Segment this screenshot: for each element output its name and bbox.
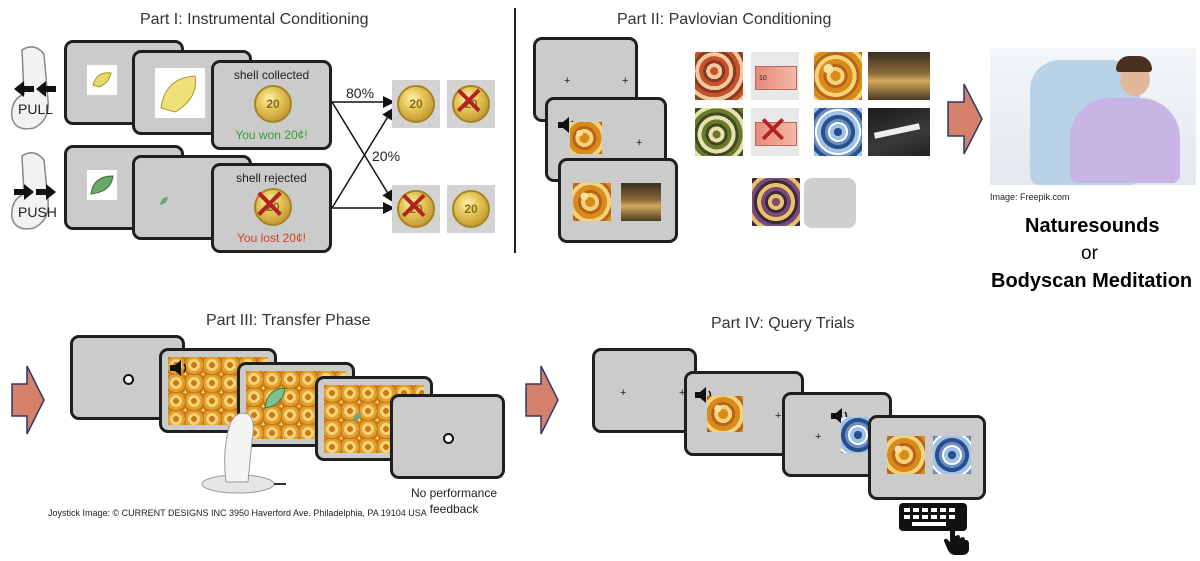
banknote-icon: 10: [755, 66, 797, 90]
option-bodyscan: Bodyscan Meditation: [991, 270, 1193, 292]
relaxation-photo: [990, 48, 1196, 185]
arrow-right-icon: [947, 83, 983, 155]
banknote-icon: [755, 122, 797, 146]
shell-icon: [155, 68, 205, 118]
trial-screen: [390, 394, 505, 479]
choice-screen: [868, 415, 986, 500]
banknote-label: 10: [759, 75, 767, 82]
part1-title: Part I: Instrumental Conditioning: [140, 11, 369, 28]
fixation-cross: +: [775, 410, 782, 422]
stimulus-option-a: [887, 436, 925, 474]
outcome-photo: [621, 183, 661, 221]
arrow-right-icon: [525, 365, 559, 435]
coin-icon: 20: [397, 190, 435, 228]
hand-cursor-icon: [944, 522, 969, 555]
outcome-tile: 20 ✕: [447, 80, 495, 128]
leaf-icon: [160, 197, 168, 205]
leaf-icon: [264, 387, 286, 409]
arrow-left-icon: [14, 81, 56, 97]
part4-title: Part IV: Query Trials: [711, 315, 855, 332]
leaf-icon: [87, 170, 117, 200]
stimulus-image: [695, 52, 743, 100]
fixation-cross: +: [815, 431, 822, 443]
stimulus-image: [695, 108, 743, 156]
shell-icon: [87, 65, 117, 95]
outcome-tile: 20: [447, 185, 495, 233]
trial-screen: [558, 158, 678, 243]
coin-icon: 20: [254, 85, 292, 123]
stimulus-image: [573, 183, 611, 221]
stimulus-option-b: [933, 436, 971, 474]
fixation-cross: +: [622, 75, 629, 87]
section-divider: [514, 8, 516, 253]
stimulus-image: [814, 52, 862, 100]
rejected-text: shell rejected: [236, 171, 307, 185]
person-hair: [1116, 56, 1152, 72]
fixation-cross: +: [564, 75, 571, 87]
trial-screen: + +: [592, 348, 697, 433]
coin-icon: 20: [254, 188, 292, 226]
stimulus-image: [814, 108, 862, 156]
push-label: PUSH: [18, 204, 57, 220]
image-credit: Image: Freepik.com: [990, 192, 1070, 202]
arrow-right-icon: [11, 365, 45, 435]
stimulus-image: [707, 396, 743, 432]
probability-arrows: [331, 96, 395, 214]
feedback-screen: shell rejected 20 ✕ You lost 20¢!: [211, 163, 332, 253]
pull-label: PULL: [18, 101, 54, 117]
outcome-photo: [868, 108, 930, 156]
fixation-cross: +: [620, 387, 627, 399]
collected-text: shell collected: [233, 68, 310, 82]
banknote-tile: ✕: [751, 108, 799, 156]
fixation-circle: [123, 374, 134, 385]
part2-title: Part II: Pavlovian Conditioning: [617, 11, 832, 28]
trial-screen: [64, 40, 184, 125]
outcome-photo: [868, 52, 930, 100]
leaf-icon: [353, 413, 361, 421]
stimulus-image: [752, 178, 800, 226]
speaker-icon: [170, 360, 187, 376]
fixation-cross: +: [636, 137, 643, 149]
part3-title: Part III: Transfer Phase: [206, 312, 371, 329]
pct-20: 20%: [372, 148, 401, 164]
cross-mark-icon: ✕: [397, 184, 431, 230]
stimulus-image: [570, 122, 602, 154]
won-text: You won 20¢!: [235, 128, 308, 142]
outcome-tile: 20 ✕: [392, 185, 440, 233]
no-feedback-text: No performance feedback: [410, 486, 498, 516]
blank-outcome-tile: [804, 178, 856, 228]
joystick-icon: [201, 412, 286, 494]
coin-icon: 20: [452, 85, 490, 123]
feedback-screen: shell collected 20 You won 20¢!: [211, 60, 332, 150]
arrow-right-icon: [14, 184, 56, 200]
outcome-tile: 20: [392, 80, 440, 128]
coin-icon: 20: [397, 85, 435, 123]
coin-icon: 20: [452, 190, 490, 228]
option-naturesounds: Naturesounds: [1025, 215, 1160, 237]
fixation-circle: [443, 433, 454, 444]
joystick-credit: Joystick Image: © CURRENT DESIGNS INC 39…: [48, 508, 427, 518]
cigarette-icon: [873, 123, 921, 139]
cross-mark-icon: ✕: [452, 79, 486, 125]
or-text: or: [1081, 243, 1098, 264]
lost-text: You lost 20¢!: [237, 231, 306, 245]
cross-mark-icon: ✕: [757, 108, 789, 152]
pct-80: 80%: [346, 85, 375, 101]
cross-mark-icon: ✕: [252, 180, 288, 229]
fixation-cross: +: [679, 387, 686, 399]
person-body: [1070, 98, 1180, 183]
banknote-tile: 10: [751, 52, 799, 100]
